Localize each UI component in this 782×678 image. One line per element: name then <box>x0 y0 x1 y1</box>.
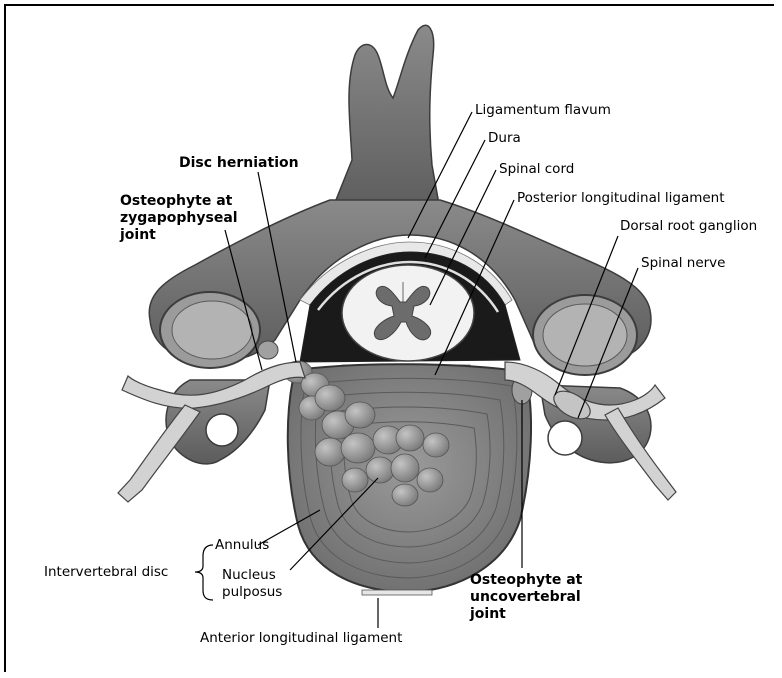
label-osteophyte-uncovertebral-line2: uncovertebral <box>470 589 581 606</box>
label-nucleus-pulposus-line2: pulposus <box>222 584 282 601</box>
label-spinal-cord: Spinal cord <box>499 161 574 178</box>
label-nucleus-pulposus-line1: Nucleus <box>222 567 276 584</box>
label-dorsal-root-ganglion: Dorsal root ganglion <box>620 218 757 235</box>
label-spinal-nerve: Spinal nerve <box>641 255 725 272</box>
label-osteophyte-zygapophyseal-line1: Osteophyte at <box>120 193 232 210</box>
label-osteophyte-uncovertebral-line3: joint <box>470 606 506 623</box>
label-dura: Dura <box>488 130 521 147</box>
osteophyte-zygapophyseal-joint <box>258 341 278 359</box>
label-osteophyte-zygapophyseal-line3: joint <box>120 227 156 244</box>
label-ligamentum-flavum: Ligamentum flavum <box>475 102 611 119</box>
label-disc-herniation: Disc herniation <box>179 155 299 172</box>
label-annulus: Annulus <box>215 537 269 554</box>
brace-intervertebral-disc <box>195 545 213 600</box>
label-anterior-longitudinal-ligament: Anterior longitudinal ligament <box>200 630 402 647</box>
label-osteophyte-uncovertebral-line1: Osteophyte at <box>470 572 582 589</box>
label-posterior-longitudinal-ligament: Posterior longitudinal ligament <box>517 190 725 207</box>
label-osteophyte-zygapophyseal-line2: zygapophyseal <box>120 210 238 227</box>
spinous-process <box>330 25 440 215</box>
anterior-longitudinal-ligament <box>362 590 432 595</box>
label-intervertebral-disc: Intervertebral disc <box>44 564 168 581</box>
